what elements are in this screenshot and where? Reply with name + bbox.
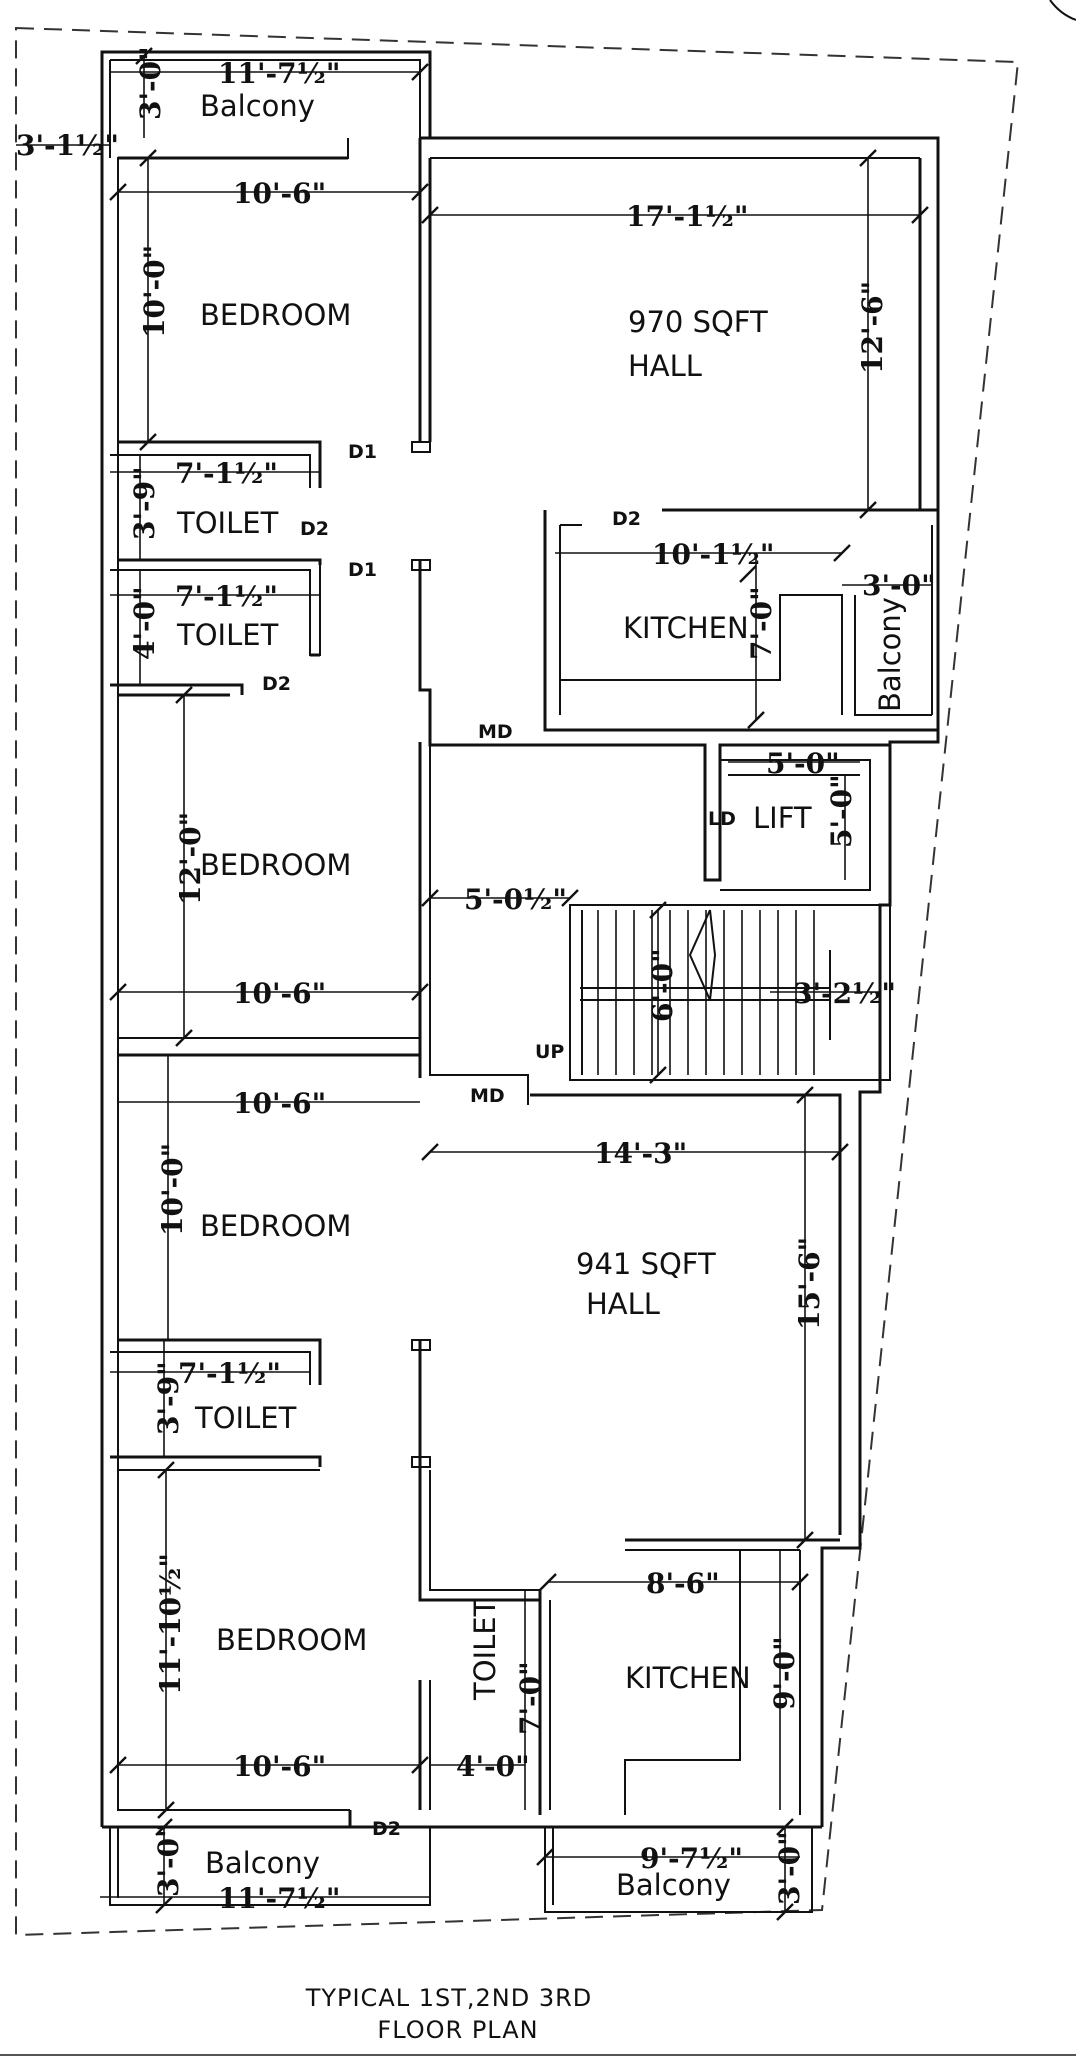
dim-balcony-bottom-right-height: 3'-0" — [773, 1831, 806, 1905]
stair-tag-up: UP — [535, 1041, 564, 1063]
dim-lift-height: 5'-0" — [825, 774, 858, 848]
dim-bedroom-2-width: 10'-6" — [233, 977, 326, 1010]
room-label-kitchen-upper: KITCHEN — [623, 611, 749, 645]
dim-bedroom-4-height: 11'-10½" — [154, 1553, 187, 1695]
room-label-hall-lower: HALL — [586, 1287, 660, 1321]
room-label-balcony-bottom-left: Balcony — [205, 1846, 320, 1880]
dim-bedroom-4-width: 10'-6" — [233, 1750, 326, 1783]
dim-kitchen-upper-width: 10'-1½" — [652, 538, 774, 571]
dim-balcony-bottom-right-width: 9'-7½" — [640, 1842, 743, 1875]
room-label-bedroom-1: BEDROOM — [200, 298, 351, 332]
room-label-bedroom-2: BEDROOM — [200, 848, 351, 882]
dim-toilet-4-height: 7'-0" — [514, 1661, 547, 1735]
dim-lift-width: 5'-0" — [766, 747, 840, 780]
room-label-balcony-top: Balcony — [200, 89, 315, 123]
door-tag-d2-a: D2 — [300, 518, 329, 540]
room-label-balcony-kitchen: Balcony — [873, 597, 907, 712]
caption-line-1: TYPICAL 1ST,2ND 3RD — [305, 1984, 593, 2012]
room-label-toilet-4: TOILET — [468, 1598, 502, 1701]
dim-toilet-2-width: 7'-1½" — [175, 580, 278, 613]
dim-bedroom-1-height: 10'-0" — [138, 245, 171, 338]
room-label-hall-upper-area: 970 SQFT — [628, 305, 768, 339]
door-tag-d1-a: D1 — [348, 441, 377, 463]
dim-bedroom-1-width: 10'-6" — [233, 177, 326, 210]
dim-bedroom-3-height: 10'-0" — [156, 1143, 189, 1236]
dim-toilet-3-height: 3'-9" — [152, 1361, 185, 1435]
room-label-toilet-3: TOILET — [194, 1401, 297, 1435]
dim-lobby-width: 5'-0½" — [464, 883, 567, 916]
room-label-lift: LIFT — [753, 801, 812, 835]
dim-bedroom-2-height: 12'-0" — [174, 812, 207, 905]
dim-balcony-bottom-left-height: 3'-0" — [152, 1823, 185, 1897]
door-tag-d1-b: D1 — [348, 559, 377, 581]
dim-balcony-top-height: 3'-0" — [134, 46, 167, 120]
dim-hall-upper-height: 12'-6" — [856, 281, 889, 374]
dim-toilet-3-width: 7'-1½" — [178, 1357, 281, 1390]
dim-balcony-bottom-left-width: 11'-7½" — [218, 1882, 340, 1915]
interior-walls — [109, 138, 938, 1913]
door-tag-ld: LD — [708, 808, 736, 830]
dim-bedroom-3-width: 10'-6" — [233, 1087, 326, 1120]
door-tag-d2-b: D2 — [612, 508, 641, 530]
dim-toilet-1-width: 7'-1½" — [175, 457, 278, 490]
plot-boundary — [15, 26, 1020, 1937]
dim-toilet-1-height: 3'-9" — [128, 466, 161, 540]
door-tag-d2-c: D2 — [262, 673, 291, 695]
dim-balcony-kitchen-width: 3'-0" — [862, 569, 936, 602]
dim-balcony-top-width: 11'-7½" — [218, 57, 340, 90]
dim-toilet-4-width: 4'-0" — [456, 1750, 530, 1783]
dimension-ticks — [109, 47, 929, 1921]
dimension-lines — [16, 56, 932, 1912]
dim-hall-upper-width: 17'-1½" — [626, 200, 748, 233]
room-label-toilet-2: TOILET — [176, 618, 279, 652]
dim-setback-left: 3'-1½" — [16, 129, 119, 162]
dim-kitchen-upper-height: 7'-0" — [745, 586, 778, 660]
dim-kitchen-lower-height: 9'-0" — [768, 1636, 801, 1710]
room-label-kitchen-lower: KITCHEN — [625, 1661, 751, 1695]
dim-hall-lower-height: 15'-6" — [793, 1237, 826, 1330]
dim-toilet-2-height: 4'-0" — [128, 586, 161, 660]
balcony-top-walls — [109, 59, 421, 158]
dim-kitchen-lower-width: 8'-6" — [646, 1567, 720, 1600]
room-label-bedroom-3: BEDROOM — [200, 1209, 351, 1243]
room-label-bedroom-4: BEDROOM — [216, 1623, 367, 1657]
dim-stair-width: 3'-2½" — [793, 977, 896, 1010]
door-tag-md-b: MD — [470, 1085, 505, 1107]
dim-stair-height: 6'-0" — [646, 948, 679, 1022]
corner-mark — [1049, 0, 1076, 21]
room-label-hall-lower-area: 941 SQFT — [576, 1247, 716, 1281]
room-label-hall-upper: HALL — [628, 349, 702, 383]
room-label-toilet-1: TOILET — [176, 506, 279, 540]
caption-line-2: FLOOR PLAN — [377, 2016, 538, 2044]
room-label-balcony-bottom-right: Balcony — [616, 1868, 731, 1902]
door-tag-d2-d: D2 — [372, 1818, 401, 1840]
dim-hall-lower-width: 14'-3" — [594, 1137, 687, 1170]
door-tag-md-a: MD — [478, 721, 513, 743]
